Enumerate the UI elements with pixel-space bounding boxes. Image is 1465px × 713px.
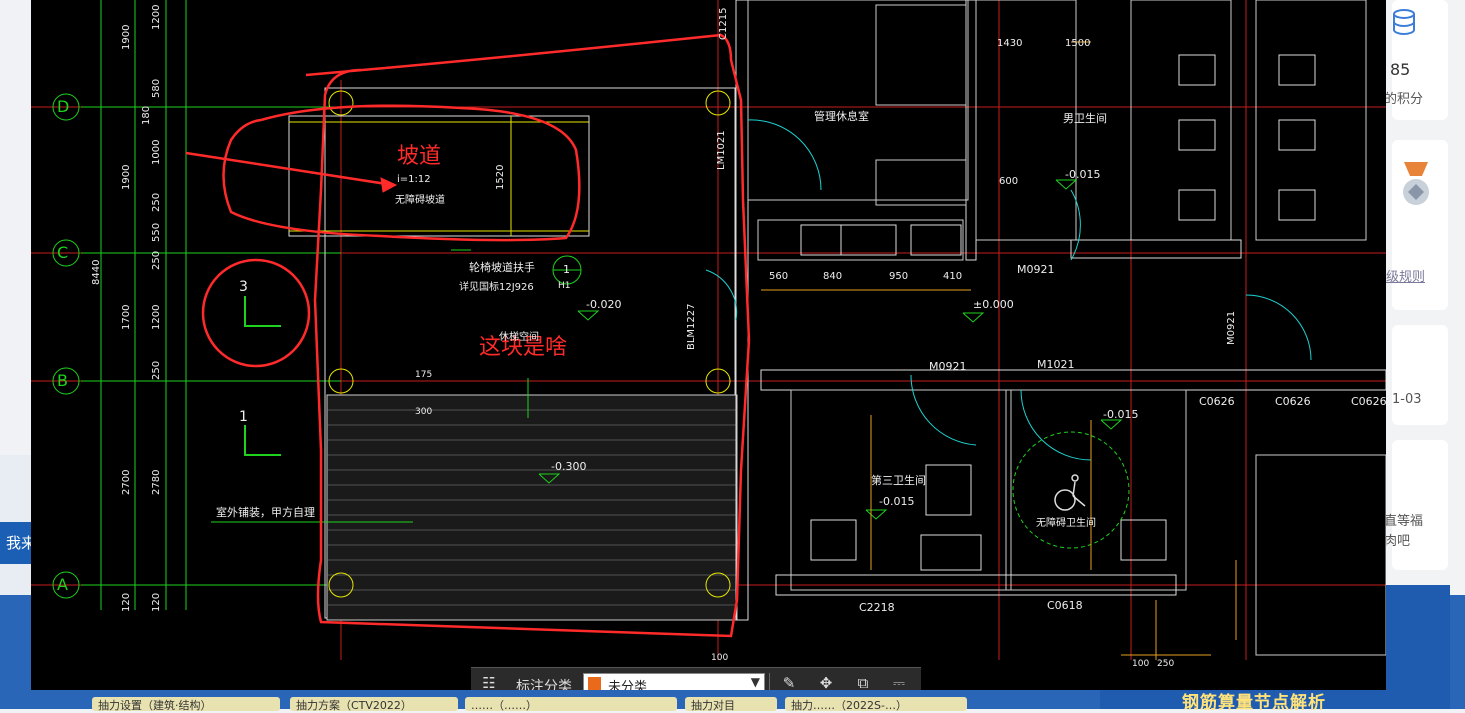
- toolbar-label: 标注分类: [516, 679, 572, 690]
- door-m0921-v: M0921: [1226, 311, 1237, 345]
- handrail-note: 轮椅坡道扶手: [469, 260, 535, 274]
- dim-250: 250: [1157, 659, 1174, 669]
- sink-dim-2: 840: [823, 271, 842, 282]
- ramp-name: 无障碍坡道: [395, 193, 445, 206]
- left-dim-5: 1900: [121, 165, 132, 190]
- paste-icon[interactable]: ⎓: [893, 674, 905, 690]
- sink-dim-3: 950: [889, 271, 908, 282]
- total-dim: 8440: [91, 260, 102, 285]
- level-015-acc: -0.015: [1103, 408, 1138, 421]
- room-staff-rest: 管理休息室: [814, 109, 869, 123]
- door-lm1021: LM1021: [716, 130, 727, 170]
- section-1: 1: [239, 409, 248, 425]
- room-accessible-wc: 无障碍卫生间: [1036, 516, 1096, 529]
- left-dim-8: 550: [151, 223, 162, 242]
- window-2: C0626: [1275, 395, 1311, 408]
- chevron-down-icon: ▼: [750, 675, 760, 689]
- promo-card: [1392, 440, 1448, 570]
- window-1: C0626: [1199, 395, 1235, 408]
- axis-c: C: [57, 243, 68, 262]
- copy-icon[interactable]: ⧉: [857, 674, 869, 690]
- coins-icon: [1392, 6, 1416, 42]
- left-dim-13: 2700: [121, 470, 132, 495]
- paving-note: 室外铺装，甲方自理: [216, 505, 315, 519]
- detail-sheet: H1: [558, 281, 571, 291]
- cad-drawing: 坡道 这块是啥 i=1:12 无障碍坡道 轮椅坡道扶手 详见国标12J926 1…: [31, 0, 1386, 669]
- left-dim-15: 120: [121, 593, 132, 612]
- left-dim-9: 250: [151, 251, 162, 270]
- info-card: [1392, 325, 1448, 425]
- ramp-dim: 1520: [495, 165, 506, 190]
- left-dim-10: 1200: [151, 305, 162, 330]
- window-4: C2218: [859, 601, 895, 614]
- dim-1500: 1500: [1065, 38, 1090, 49]
- edit-icon[interactable]: ✎: [782, 674, 796, 690]
- question-annotation: 这块是啥: [479, 335, 567, 360]
- dim-300: 300: [415, 407, 432, 417]
- toolbar-divider: [769, 673, 770, 690]
- left-dim-16: 120: [151, 593, 162, 612]
- dim-175: 175: [415, 370, 432, 380]
- side-text-2: 肉吧: [1384, 534, 1411, 549]
- points-label: 的积分: [1384, 92, 1424, 107]
- sink-dim-4: 410: [943, 271, 962, 282]
- left-dim-1: 1900: [121, 25, 132, 50]
- room-male-wc: 男卫生间: [1063, 111, 1107, 125]
- left-dim-7: 250: [151, 193, 162, 212]
- level-rules-link[interactable]: 级规则: [1386, 270, 1426, 285]
- section-3: 3: [239, 279, 248, 295]
- dim-1430: 1430: [997, 38, 1022, 49]
- left-chip[interactable]: 我来: [0, 522, 32, 564]
- axis-b: B: [57, 371, 68, 390]
- left-dim-11: 1700: [121, 305, 132, 330]
- left-dim-6: 1000: [151, 140, 162, 165]
- door-blm1227: BLM1227: [686, 303, 697, 350]
- category-color-swatch: [588, 677, 601, 690]
- left-dim-12: 250: [151, 361, 162, 380]
- room-third-wc: 第三卫生间: [871, 473, 926, 487]
- level-zero: ±0.000: [973, 298, 1014, 311]
- window-3: C0626: [1351, 395, 1386, 408]
- door-3: M0921: [929, 360, 967, 373]
- cad-viewer[interactable]: 坡道 这块是啥 i=1:12 无障碍坡道 轮椅坡道扶手 详见国标12J926 1…: [31, 0, 1386, 690]
- left-dim-2: 1200: [151, 5, 162, 30]
- points-card: [1392, 0, 1448, 120]
- left-dim-3: 580: [151, 79, 162, 98]
- level-015-male: -0.015: [1065, 168, 1100, 181]
- level-020: -0.020: [586, 298, 621, 311]
- left-dim-14: 2780: [151, 470, 162, 495]
- category-value: 未分类: [608, 680, 648, 690]
- side-text-1: 直等福: [1384, 514, 1424, 529]
- dim-100: 100: [1132, 659, 1149, 669]
- dim-600: 600: [999, 176, 1018, 187]
- category-select[interactable]: 未分类 ▼: [583, 673, 765, 690]
- handrail-ref: 详见国标12J926: [459, 280, 534, 293]
- date-fragment: 1-03: [1392, 392, 1422, 407]
- detail-id: 1: [563, 263, 570, 276]
- points-count: 85: [1390, 60, 1411, 79]
- level-015-third: -0.015: [879, 495, 914, 508]
- layers-icon[interactable]: ☷: [482, 674, 496, 690]
- axis-d: D: [57, 97, 69, 116]
- left-dim-4: 180: [141, 106, 152, 125]
- window-5: C0618: [1047, 599, 1083, 612]
- sink-dim-1: 560: [769, 271, 788, 282]
- door-2: M1021: [1037, 358, 1075, 371]
- window-c1215: C1215: [718, 8, 729, 40]
- room-elevator: 休梯空间: [499, 330, 539, 343]
- level-300: -0.300: [551, 460, 586, 473]
- annotation-toolbar: ☷ 标注分类 未分类 ▼ ✎ ✥ ⧉ ⎓: [471, 667, 921, 690]
- door-1: M0921: [1017, 263, 1055, 276]
- banner-title: 钢筋算量节点解析: [1182, 693, 1326, 713]
- slope-text: i=1:12: [397, 174, 431, 185]
- ramp-annotation: 坡道: [397, 144, 441, 169]
- medal-icon: [1396, 160, 1436, 210]
- move-icon[interactable]: ✥: [819, 674, 833, 690]
- dim-100b: 100: [711, 653, 728, 663]
- axis-a: A: [57, 575, 68, 594]
